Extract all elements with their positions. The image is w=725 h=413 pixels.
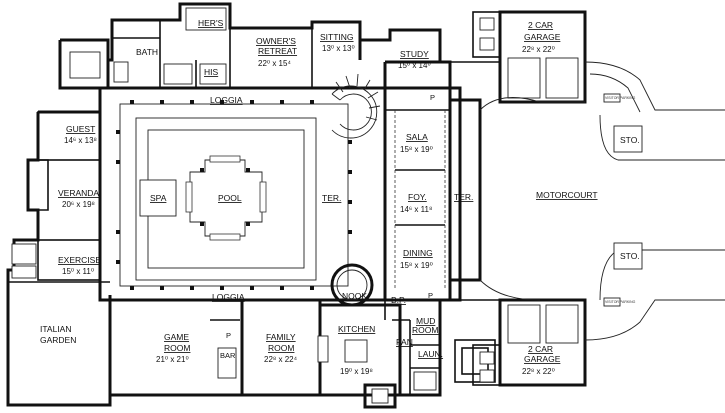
label-guest: GUEST (66, 124, 95, 134)
garage-doors (479, 17, 579, 383)
dim-veranda: 20⁶ x 19⁸ (62, 200, 95, 209)
label-study: STUDY (400, 49, 429, 59)
label-dining: DINING (403, 248, 433, 258)
label-family-room-2: ROOM (268, 343, 294, 353)
label-mud-room-2: ROOM (412, 325, 438, 335)
label-p-game: P (226, 331, 231, 340)
note-visitor-parking-bottom: VISITOR PARKING (605, 300, 636, 304)
label-family-room-1: FAMILY (266, 332, 296, 342)
dim-sitting: 13⁰ x 13⁰ (322, 44, 355, 53)
dim-kitchen: 19⁰ x 19⁸ (340, 367, 373, 376)
fixtures (11, 51, 437, 404)
dim-sala: 15⁸ x 19⁰ (400, 145, 433, 154)
loggia-columns (116, 100, 352, 290)
label-his: HIS (204, 67, 219, 77)
label-foy: FOY. (408, 192, 427, 202)
label-sitting: SITTING (320, 32, 354, 42)
label-loggia-bottom: LOGGIA (212, 292, 245, 302)
label-pool: POOL (218, 193, 242, 203)
dim-garage-bottom: 22⁸ x 22⁰ (522, 367, 555, 376)
motorcourt-drive (479, 61, 725, 341)
label-p-mud: P (428, 291, 433, 300)
dim-owners-retreat: 22⁰ x 15⁴ (258, 59, 291, 68)
spiral-stair (331, 73, 381, 139)
label-hers: HER'S (198, 18, 224, 28)
dim-foy: 14⁶ x 11⁸ (400, 205, 432, 214)
dim-garage-top: 22⁸ x 22⁰ (522, 45, 555, 54)
label-motorcourt: MOTORCOURT (536, 190, 598, 200)
label-sto-top: STO. (620, 135, 640, 145)
label-bp: B.P. (391, 295, 406, 305)
label-game-room-2: ROOM (164, 343, 190, 353)
label-italian-garden-1: ITALIAN (40, 324, 72, 334)
dim-dining: 15⁸ x 19⁰ (400, 261, 433, 270)
dim-study: 15⁰ x 14⁰ (398, 61, 431, 70)
label-bar: BAR (220, 351, 236, 360)
label-nook: NOOK (342, 291, 367, 301)
label-owners-retreat-1: OWNER'S (256, 36, 296, 46)
nook-rotunda (330, 263, 374, 307)
label-garage-top-1: 2 CAR (528, 20, 553, 30)
courtyard (135, 117, 317, 281)
interior-walls (8, 7, 450, 395)
label-laun: LAUN. (418, 349, 443, 359)
label-bath: BATH (136, 47, 158, 57)
label-spa: SPA (150, 193, 167, 203)
room-labels: HER'S BATH HIS OWNER'S RETREAT 22⁰ x 15⁴… (40, 18, 640, 376)
label-owners-retreat-2: RETREAT (258, 46, 297, 56)
note-visitor-parking-top: VISITOR PARKING (605, 96, 636, 100)
label-ter-right: TER. (454, 192, 473, 202)
label-garage-top-2: GARAGE (524, 32, 561, 42)
label-veranda: VERANDA (58, 188, 99, 198)
label-mud-room-1: MUD (416, 316, 435, 326)
label-sto-bottom: STO. (620, 251, 640, 261)
label-exercise: EXERCISE (58, 255, 101, 265)
dim-family-room: 22⁸ x 22⁴ (264, 355, 298, 364)
dim-game-room: 21⁰ x 21⁰ (156, 355, 189, 364)
dim-exercise: 15⁰ x 11⁰ (62, 267, 94, 276)
label-italian-garden-2: GARDEN (40, 335, 76, 345)
label-ter-left: TER. (322, 193, 341, 203)
label-garage-bottom-2: GARAGE (524, 354, 561, 364)
label-loggia-top: LOGGIA (210, 95, 243, 105)
label-sala: SALA (406, 132, 428, 142)
label-kitchen: KITCHEN (338, 324, 375, 334)
label-garage-bottom-1: 2 CAR (528, 344, 553, 354)
label-pan: PAN (396, 337, 413, 347)
label-p-study: P (430, 93, 435, 102)
label-game-room-1: GAME (164, 332, 189, 342)
dim-guest: 14⁶ x 13⁸ (64, 136, 97, 145)
